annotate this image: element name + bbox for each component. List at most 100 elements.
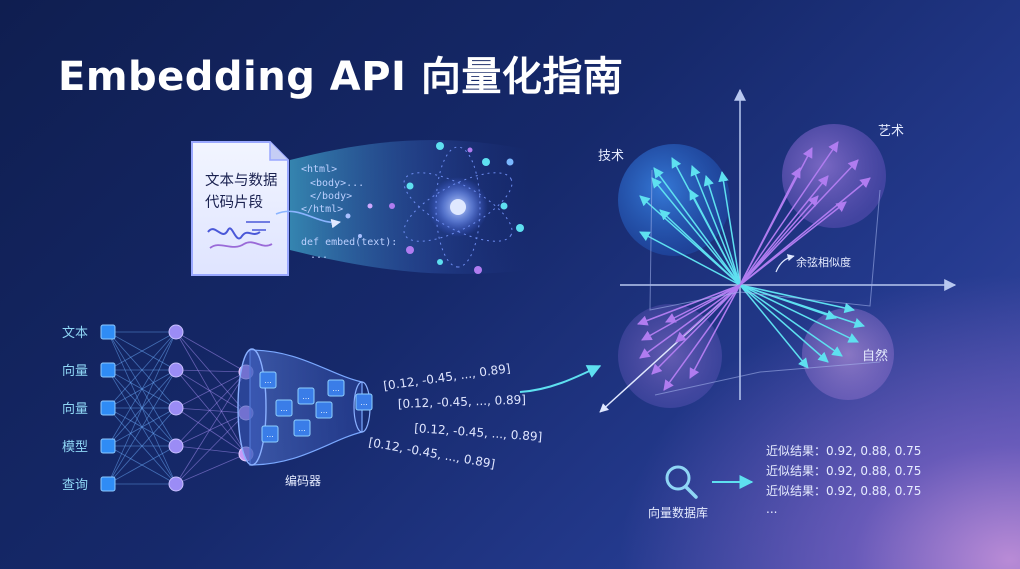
vector-cube: ... <box>297 387 315 405</box>
network-edge <box>175 445 247 455</box>
embedding-arrow <box>653 167 741 286</box>
network-edge <box>175 369 247 373</box>
embedding-arrow <box>689 284 741 379</box>
vector-cube: ... <box>259 371 277 389</box>
network-edge <box>107 369 177 485</box>
search-icon <box>665 465 698 499</box>
embedding-arrow <box>659 209 741 286</box>
result-line: ... <box>766 502 777 516</box>
hidden-node <box>168 324 184 340</box>
network-edge <box>175 331 247 373</box>
embedding-arrow <box>739 284 837 320</box>
vector-cube: ... <box>315 401 333 419</box>
network-edge <box>175 371 247 485</box>
embedding-arrows <box>637 141 871 391</box>
embedding-arrow <box>739 201 847 286</box>
results-list: 近似结果：0.92, 0.88, 0.75 近似结果：0.92, 0.88, 0… <box>766 444 921 516</box>
vector-output: [0.12, -0.45, ..., 0.89] <box>398 393 527 411</box>
document-line: 代码片段 <box>205 194 263 211</box>
network-edge <box>175 453 247 485</box>
cluster-label: 自然 <box>862 348 888 364</box>
vector-output: [0.12, -0.45, ..., 0.89] <box>382 361 511 393</box>
network-edge <box>175 412 247 485</box>
cube-label: ... <box>332 384 340 393</box>
vector-output: [0.12, -0.45, ..., 0.89] <box>414 421 543 444</box>
encoder-label: 编码器 <box>285 473 321 488</box>
hidden-node <box>168 476 184 492</box>
network-edge <box>175 369 247 414</box>
hidden-node <box>168 438 184 454</box>
embedding-arrow <box>689 189 741 286</box>
embedding-arrow <box>739 284 809 369</box>
embedding-arrow <box>651 177 741 286</box>
network-edge <box>107 331 177 371</box>
cube-label: ... <box>264 376 272 385</box>
vector-cube: ... <box>293 419 311 437</box>
code-line: </html> <box>301 204 343 215</box>
network-edge <box>175 369 247 455</box>
document-line: 文本与数据 <box>205 172 278 189</box>
result-line: 近似结果：0.92, 0.88, 0.75 <box>766 484 921 498</box>
input-node <box>100 362 116 378</box>
input-node <box>100 400 116 416</box>
embedding-arrow <box>651 284 741 375</box>
embedding-arrow <box>739 159 859 286</box>
result-line: 近似结果：0.92, 0.88, 0.75 <box>766 464 921 478</box>
vector-cube: ... <box>355 393 373 411</box>
hidden-node <box>168 400 184 416</box>
network-edge <box>175 407 247 414</box>
atom-icon <box>389 142 524 274</box>
vector-space: 余弦相似度 技术 艺术 自然 <box>598 88 957 413</box>
embedding-arrow <box>637 284 741 326</box>
network-edge <box>107 331 177 409</box>
input-label: 查询 <box>62 478 88 493</box>
network-edge <box>107 445 177 485</box>
vector-output: [0.12, -0.45, ..., 0.89] <box>367 435 496 471</box>
code-line: ... <box>310 250 328 261</box>
vector-cube: ... <box>261 425 279 443</box>
embedding-arrow <box>665 284 741 323</box>
code-line: </body> <box>310 191 352 202</box>
page-title: Embedding API 向量化指南 <box>58 54 624 100</box>
embedding-arrow <box>639 284 741 359</box>
cube-label: ... <box>298 424 306 433</box>
cube-label: ... <box>320 406 328 415</box>
input-label: 向量 <box>62 363 88 379</box>
hidden-node <box>168 362 184 378</box>
code-line: <body>... <box>310 178 364 189</box>
input-label: 向量 <box>62 401 88 417</box>
input-label: 文本 <box>62 326 88 341</box>
document-card: 文本与数据 代码片段 <box>191 141 289 276</box>
embedding-arrow <box>690 165 741 286</box>
database-label: 向量数据库 <box>648 505 708 520</box>
encoder-cubes: ........................ <box>259 371 373 443</box>
embedding-arrow <box>739 167 801 286</box>
encoder-funnel: 编码器 <box>237 348 371 488</box>
cluster-label: 技术 <box>598 149 624 164</box>
cube-label: ... <box>266 430 274 439</box>
document-beam <box>290 139 530 274</box>
embedding-arrow <box>639 231 741 286</box>
vector-database: 向量数据库 <box>648 465 754 520</box>
cube-label: ... <box>280 404 288 413</box>
input-node <box>100 438 116 454</box>
network-edge <box>175 412 247 447</box>
network-edge <box>175 331 247 414</box>
network-edge <box>107 407 177 485</box>
cluster-sphere-tech <box>618 144 730 256</box>
network-edge <box>175 407 247 455</box>
vector-outputs: [0.12, -0.45, ..., 0.89] [0.12, -0.45, .… <box>367 361 602 471</box>
network-edge <box>175 371 247 409</box>
network-edge <box>107 331 177 485</box>
network-edge <box>175 331 247 455</box>
cluster-label: 艺术 <box>878 124 904 139</box>
input-node <box>100 324 116 340</box>
input-labels: 文本 向量 向量 模型 查询 <box>62 326 88 493</box>
network-edge <box>107 331 177 447</box>
embedding-arrow <box>739 141 839 286</box>
embedding-arrow <box>641 284 741 341</box>
code-line: <html> <box>301 164 337 175</box>
angle-label: 余弦相似度 <box>796 255 851 269</box>
